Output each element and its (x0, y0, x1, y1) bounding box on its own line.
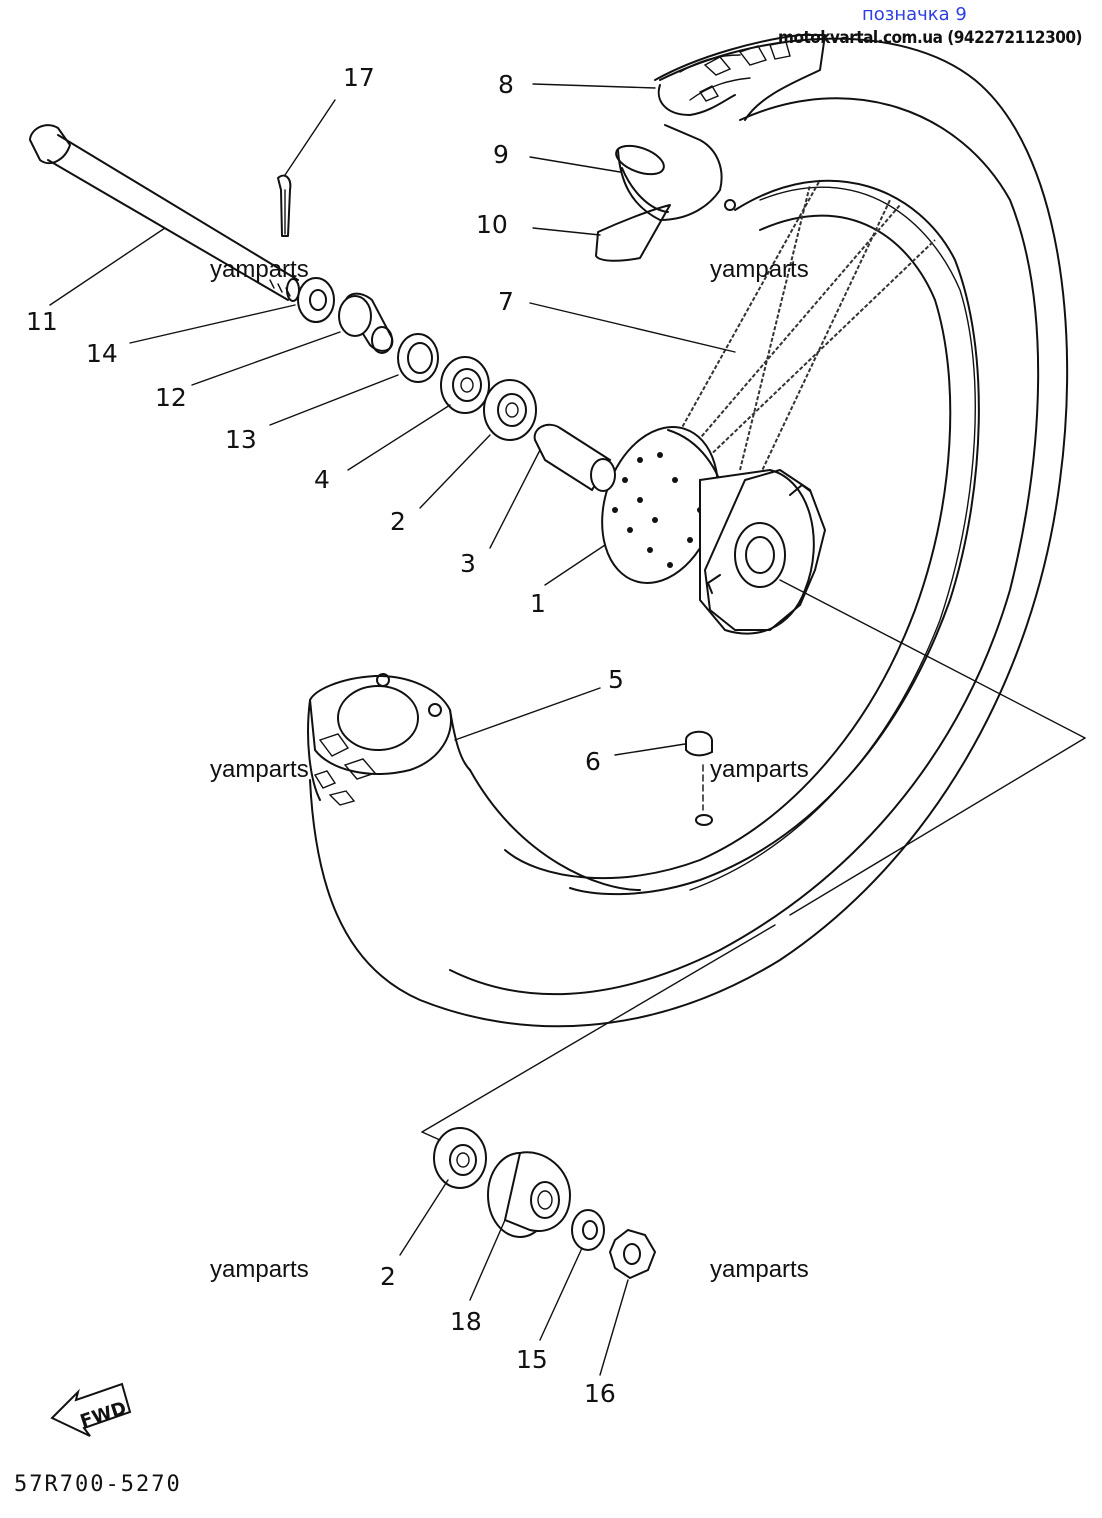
watermark: yamparts (210, 756, 309, 783)
callout-12: 12 (155, 383, 187, 412)
header-note: позначка 9 (862, 4, 967, 25)
callout-10: 10 (476, 210, 508, 239)
callout-15: 15 (516, 1345, 548, 1374)
wheel-hub (601, 426, 826, 635)
callout-17: 17 (343, 63, 375, 92)
axle (28, 124, 300, 302)
callout-labels: 1 2 3 4 5 6 7 8 9 10 11 12 13 14 15 16 1… (26, 63, 624, 1408)
diagram-code: 57R700-5270 (14, 1472, 182, 1497)
tire-and-rim (307, 34, 1069, 1028)
callout-2-lower: 2 (380, 1262, 396, 1291)
fwd-arrow: FWD (50, 1382, 132, 1437)
callout-16: 16 (584, 1379, 616, 1408)
callout-5: 5 (608, 665, 624, 694)
spokes (664, 179, 936, 476)
spacer-12 (338, 292, 394, 354)
callout-9: 9 (493, 140, 509, 169)
callout-8: 8 (498, 70, 514, 99)
watermark: yamparts (210, 1256, 309, 1283)
bearing-2-upper (483, 379, 537, 441)
washer-15 (571, 1209, 605, 1251)
callout-14: 14 (86, 339, 118, 368)
bearing-2-lower (433, 1127, 487, 1189)
spacer-3 (533, 423, 616, 492)
meter-gear-unit-18 (487, 1151, 572, 1238)
callout-7: 7 (498, 287, 514, 316)
site-watermark: motokvartal.com.ua (942272112300) (778, 28, 1082, 48)
rim-band (595, 204, 671, 262)
leader-lines (49, 83, 736, 1376)
cotter-pin (277, 174, 292, 237)
bearing-4 (440, 356, 490, 414)
watermark: yamparts (710, 1256, 809, 1283)
callout-13: 13 (225, 425, 257, 454)
valve-cap (685, 730, 713, 826)
assembly-guide-lines (421, 579, 1086, 1141)
inner-tube (615, 124, 723, 221)
collar-14 (297, 277, 335, 323)
watermark: yamparts (210, 256, 309, 283)
callout-1: 1 (530, 589, 546, 618)
watermark: yamparts (710, 256, 809, 283)
callout-6: 6 (585, 747, 601, 776)
callout-2-upper: 2 (390, 507, 406, 536)
callout-4: 4 (314, 465, 330, 494)
axle-nut-16 (608, 1228, 657, 1280)
callout-11: 11 (26, 307, 58, 336)
oil-seal-13 (397, 333, 439, 383)
watermark: yamparts (710, 756, 809, 783)
callout-18: 18 (450, 1307, 482, 1336)
callout-3: 3 (460, 549, 476, 578)
